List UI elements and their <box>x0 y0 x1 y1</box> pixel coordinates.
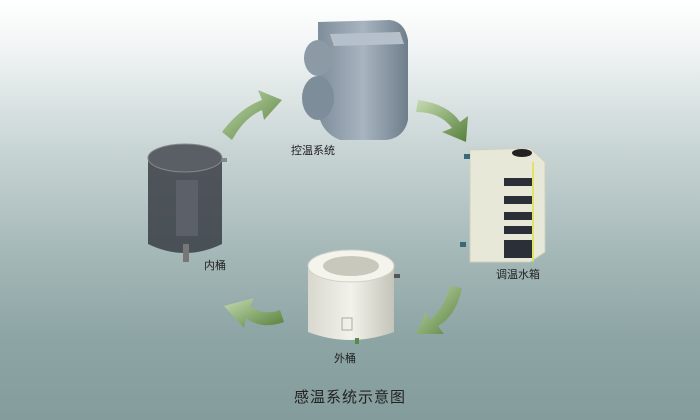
flow-arrow-tank-to-outer <box>416 286 462 334</box>
inner-bucket <box>147 143 227 262</box>
temperature-water-tank <box>460 147 546 263</box>
flow-arrow-inner-to-control <box>222 90 282 140</box>
diagram-title: 感温系统示意图 <box>293 388 406 406</box>
label-inner-bucket: 内桶 <box>204 259 226 272</box>
label-outer-bucket: 外桶 <box>334 352 356 365</box>
control-system-unit <box>302 20 408 140</box>
label-water-tank: 调温水箱 <box>496 268 540 281</box>
flow-arrow-outer-to-inner <box>224 298 284 328</box>
label-control-system: 控温系统 <box>291 144 335 157</box>
outer-bucket <box>307 249 400 344</box>
flow-arrow-control-to-tank <box>416 100 468 142</box>
